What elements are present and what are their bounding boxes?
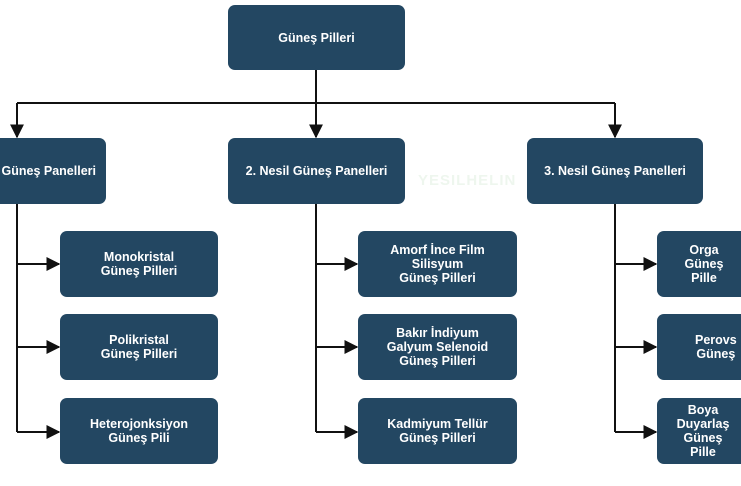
- gen2-child-cigs: Bakır İndiyum Galyum Selenoid Güneş Pill…: [358, 314, 517, 380]
- gen3-child-perovskit: Perovs Güneş: [657, 314, 741, 380]
- gen1-child-monokristal: Monokristal Güneş Pilleri: [60, 231, 218, 297]
- gen1-node: Güneş Panelleri: [0, 138, 106, 204]
- gen2-node: 2. Nesil Güneş Panelleri: [228, 138, 405, 204]
- root-node: Güneş Pilleri: [228, 5, 405, 70]
- gen3-node: 3. Nesil Güneş Panelleri: [527, 138, 703, 204]
- watermark: YESILHELIN: [418, 172, 517, 189]
- gen3-child-boya: Boya Duyarlaş Güneş Pille: [657, 398, 741, 464]
- gen2-child-amorf: Amorf İnce Film Silisyum Güneş Pilleri: [358, 231, 517, 297]
- gen1-child-heterojonksiyon: Heterojonksiyon Güneş Pili: [60, 398, 218, 464]
- gen2-child-cdte: Kadmiyum Tellür Güneş Pilleri: [358, 398, 517, 464]
- gen1-child-polikristal: Polikristal Güneş Pilleri: [60, 314, 218, 380]
- gen3-child-organik: Orga Güneş Pille: [657, 231, 741, 297]
